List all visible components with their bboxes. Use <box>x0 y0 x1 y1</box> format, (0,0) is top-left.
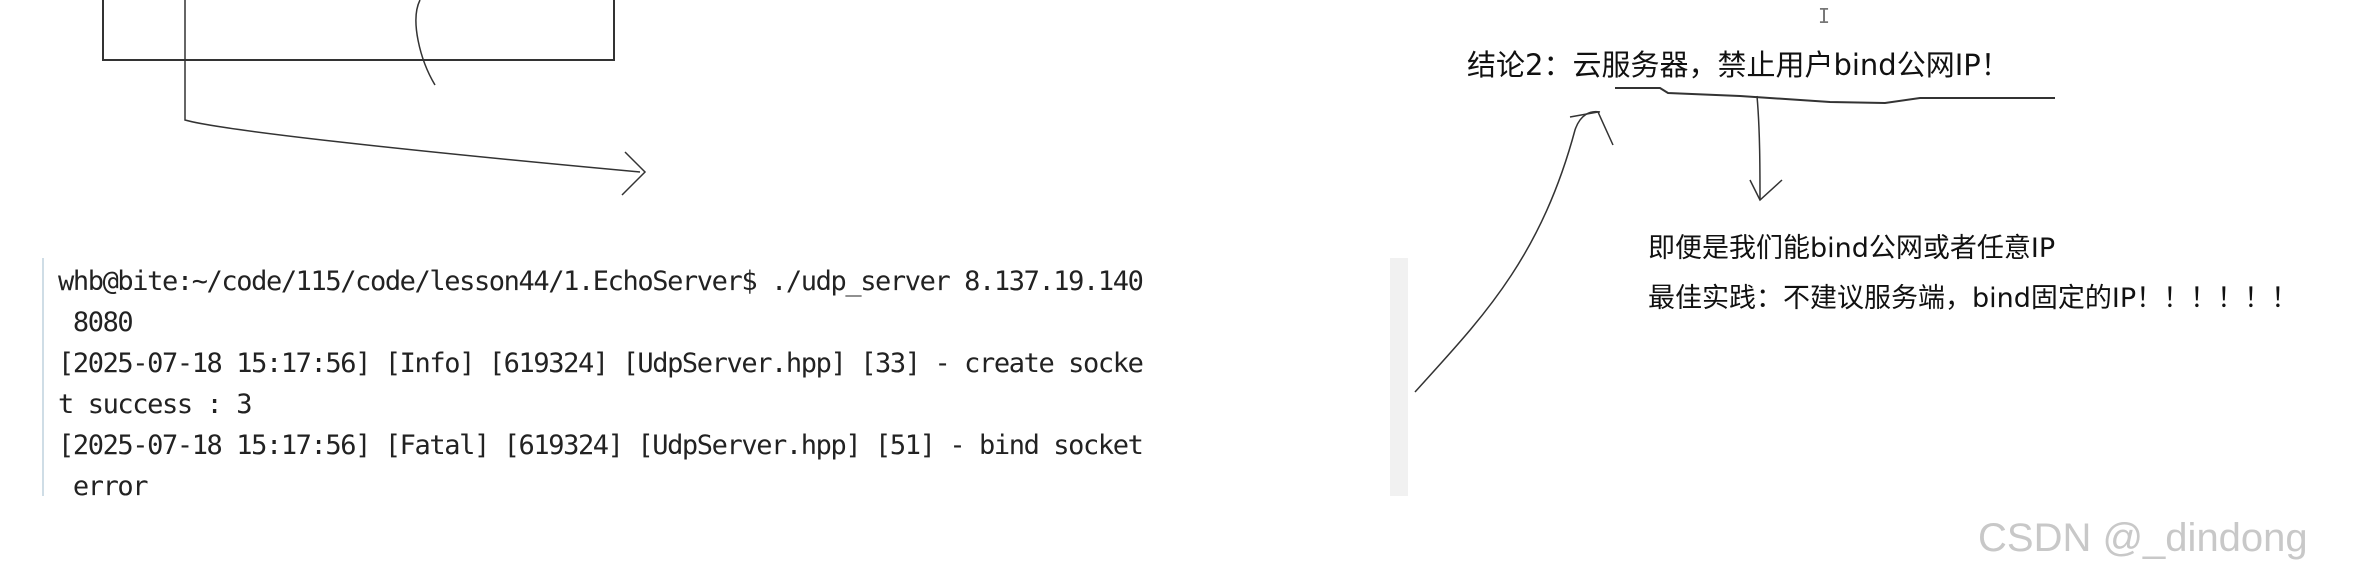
arrow-line <box>184 0 641 173</box>
arrow-head <box>621 151 647 196</box>
arrow-head-up <box>1569 111 1614 146</box>
watermark: CSDN @_dindong <box>1978 516 2308 560</box>
note-line-1: 即便是我们能bind公网或者任意IP <box>1648 233 2056 264</box>
terminal-output: whb@bite:~/code/115/code/lesson44/1.Echo… <box>42 258 1406 496</box>
terminal-line: 8080 <box>58 307 134 338</box>
arrow-head-down <box>1749 179 1783 202</box>
arrow-to-conclusion <box>1414 110 1601 393</box>
text-cursor-icon: I <box>1818 4 1831 28</box>
curve-stroke <box>415 0 436 86</box>
terminal-line: error <box>58 471 149 496</box>
terminal-line: [2025-07-18 15:17:56] [Fatal] [619324] [… <box>58 430 1144 461</box>
terminal-line: t success : 3 <box>58 389 253 420</box>
diagram-box <box>102 0 615 61</box>
arrow-down <box>1756 95 1761 201</box>
terminal-scrollbar[interactable] <box>1390 258 1408 496</box>
conclusion-note: 结论2：云服务器，禁止用户bind公网IP！ <box>1467 48 2010 82</box>
underline <box>1615 87 2055 105</box>
terminal-line: [2025-07-18 15:17:56] [Info] [619324] [U… <box>58 348 1144 379</box>
terminal-line: whb@bite:~/code/115/code/lesson44/1.Echo… <box>58 266 1144 297</box>
note-line-2: 最佳实践：不建议服务端，bind固定的IP！！！！！！ <box>1648 283 2299 314</box>
